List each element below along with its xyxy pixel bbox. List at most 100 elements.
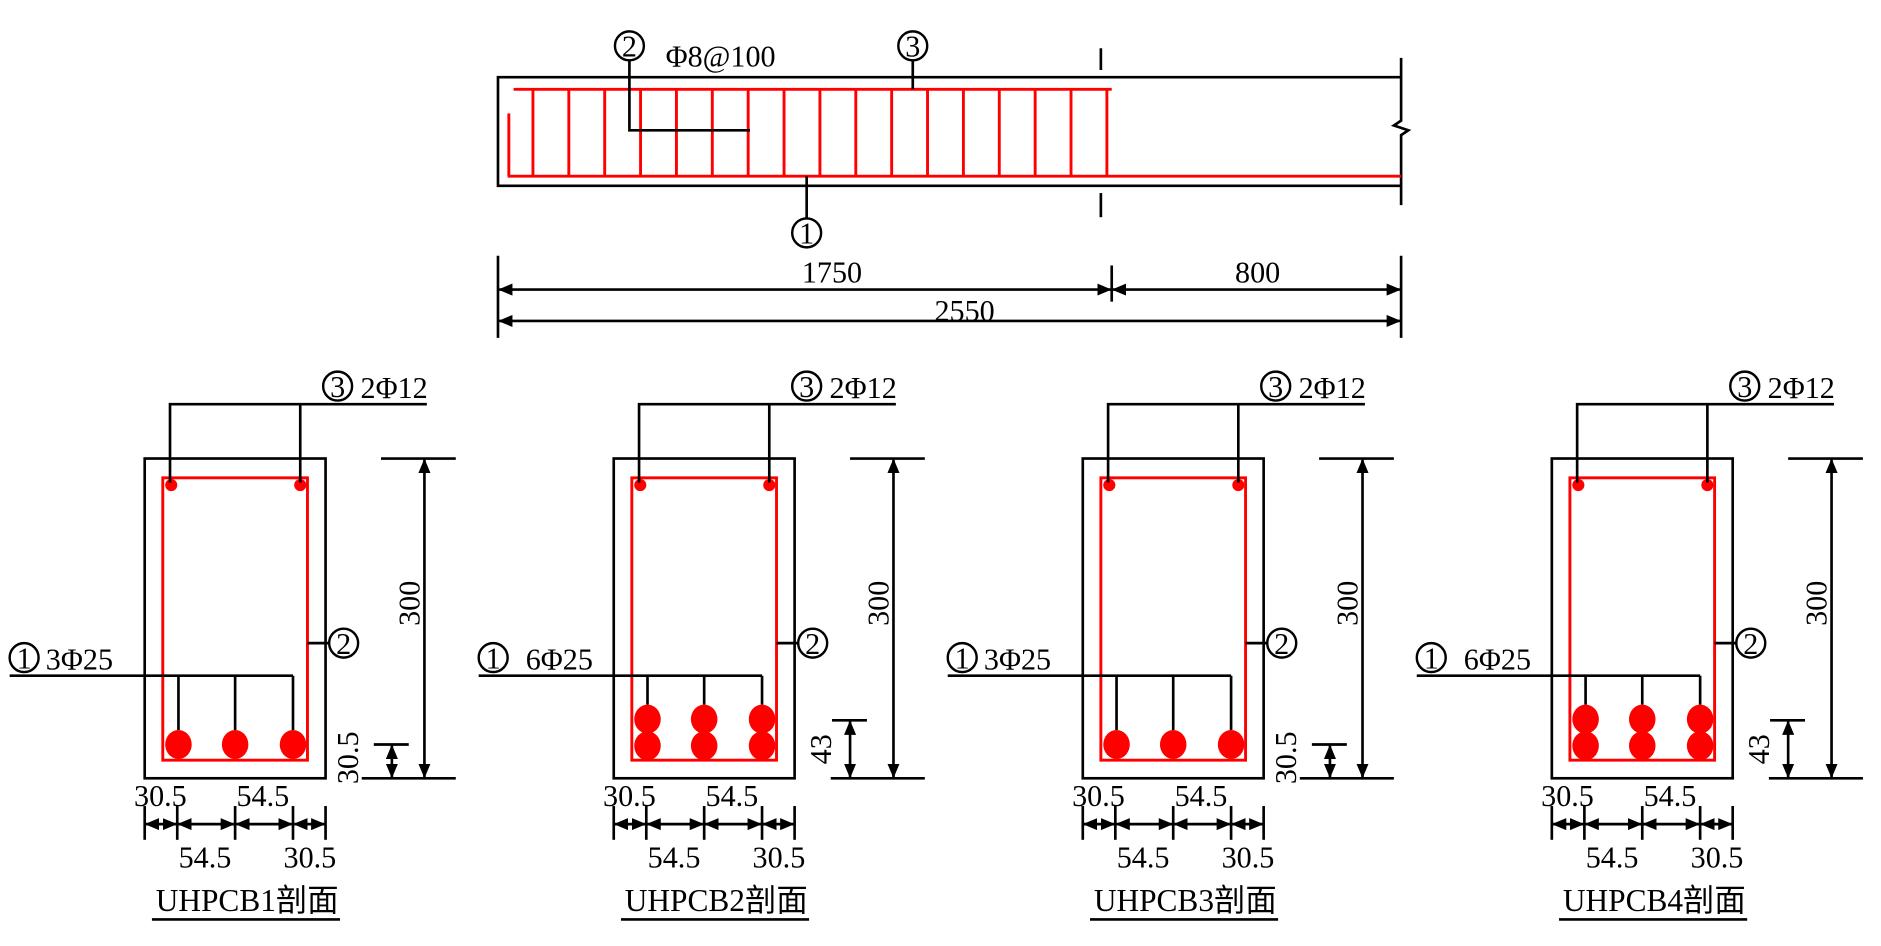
width-dim-left: 30.5 (134, 779, 187, 813)
marker-stirrup: 2 (622, 30, 637, 64)
top-bar-right (294, 479, 307, 492)
width-dim-mid1: 54.5 (706, 779, 759, 813)
bottom-bar (279, 730, 307, 759)
width-dim-right: 30.5 (753, 841, 806, 875)
marker-top-bar: 3 (330, 370, 345, 404)
width-dim-mid2: 54.5 (648, 841, 701, 875)
marker-circle-top-bar (1260, 370, 1292, 402)
top-bar-label: 2Φ12 (1299, 371, 1366, 405)
marker-circle-bottom-bar (477, 641, 509, 674)
section-title: UHPCB3剖面 (1094, 883, 1277, 918)
bottom-bar (748, 704, 776, 734)
stirrup-leader (628, 60, 750, 132)
marker-circle-stirrup (327, 627, 360, 659)
marker-top-bar: 3 (1268, 370, 1283, 404)
width-dim-mid2: 54.5 (1586, 841, 1639, 875)
section-outline (1081, 457, 1265, 780)
bottom-bar (690, 704, 718, 734)
width-dim-left: 30.5 (1072, 779, 1125, 813)
marker-circle-stirrup (1266, 627, 1298, 659)
width-dim-mid2: 54.5 (179, 841, 232, 875)
marker-circle-bottom-bar (1415, 641, 1447, 674)
dim-total: 2550 (934, 294, 994, 328)
marker-bottom-bar: 1 (17, 641, 32, 675)
width-dim-mid1: 54.5 (1644, 779, 1697, 813)
marker-stirrup: 2 (1274, 627, 1289, 661)
height-dim: 300 (1331, 581, 1365, 626)
bottom-bar-leader (478, 674, 764, 705)
top-bar-leader (637, 402, 896, 483)
marker-stirrup: 2 (336, 627, 351, 661)
section-title: UHPCB4剖面 (1563, 883, 1746, 918)
break-line (1390, 57, 1412, 206)
bottom-bar-leader (947, 674, 1233, 731)
bottom-bar-label: 3Φ25 (984, 643, 1051, 677)
stirrup-label: Φ8@100 (666, 39, 776, 73)
width-dim-left: 30.5 (1541, 779, 1594, 813)
bottom-bar-label: 3Φ25 (46, 643, 113, 677)
bottom-bar (165, 730, 192, 759)
bottom-bar (1628, 731, 1656, 761)
height-dim: 300 (393, 581, 427, 626)
marker-circle-top-bar (1729, 370, 1761, 402)
marker-bottom-bar: 1 (799, 217, 814, 251)
bottom-bar (1572, 704, 1599, 734)
dim-span1: 1750 (802, 255, 862, 289)
section-title: UHPCB2剖面 (625, 883, 808, 918)
width-dim-mid1: 54.5 (1175, 779, 1228, 813)
cover-dim: 30.5 (331, 731, 365, 784)
marker-circle-stirrup (1735, 627, 1767, 659)
height-dim: 300 (862, 581, 896, 626)
width-dim-left: 30.5 (603, 779, 656, 813)
bottom-bar (634, 731, 661, 761)
marker-circle-stirrup (797, 627, 829, 659)
bottom-bar (690, 731, 718, 761)
marker-bottom-bar: 1 (486, 641, 501, 675)
marker-circle-top-bar (790, 370, 823, 402)
top-bar-left (634, 479, 647, 492)
marker-circle-top-bar (897, 30, 929, 62)
bottom-bar (1217, 730, 1245, 759)
top-bar-left (1103, 479, 1116, 492)
bottom-bar (748, 731, 776, 761)
bottom-bar (1686, 704, 1714, 734)
top-bar-left (1572, 479, 1585, 492)
cover-dim: 30.5 (1269, 731, 1303, 784)
marker-circle-bottom-bar (790, 217, 823, 249)
stirrup-loop (161, 476, 309, 762)
top-bar-label: 2Φ12 (1768, 371, 1835, 405)
top-bar-leader (168, 402, 427, 483)
stirrup-loop (1099, 476, 1248, 762)
width-dim-mid2: 54.5 (1117, 841, 1170, 875)
bottom-bar (1686, 731, 1714, 761)
dim-span2: 800 (1235, 255, 1280, 289)
bottom-bar-leader (9, 674, 295, 731)
section-outline (612, 457, 796, 780)
bottom-bar-leader (1416, 674, 1702, 705)
marker-circle-bottom-bar (946, 641, 978, 674)
top-bar-leader (1106, 402, 1365, 483)
bottom-bar (634, 704, 661, 734)
bottom-bar-label: 6Φ25 (1464, 643, 1531, 677)
marker-stirrup: 2 (805, 627, 820, 661)
marker-top-bar: 3 (905, 30, 920, 64)
width-dim-right: 30.5 (284, 841, 337, 875)
bottom-bar (1572, 731, 1599, 761)
beam-outline (496, 75, 1402, 188)
marker-circle-top-bar (321, 370, 354, 402)
marker-stirrup: 2 (1743, 627, 1758, 661)
bottom-bar (221, 730, 249, 759)
width-dim-mid1: 54.5 (236, 779, 289, 813)
top-bar-leader (1575, 402, 1834, 483)
top-bar-left (165, 479, 178, 492)
stirrups (531, 89, 1109, 177)
width-dim-right: 30.5 (1222, 841, 1275, 875)
width-dim-right: 30.5 (1691, 841, 1744, 875)
height-dim: 300 (1800, 581, 1834, 626)
top-bar-right (1232, 479, 1245, 492)
